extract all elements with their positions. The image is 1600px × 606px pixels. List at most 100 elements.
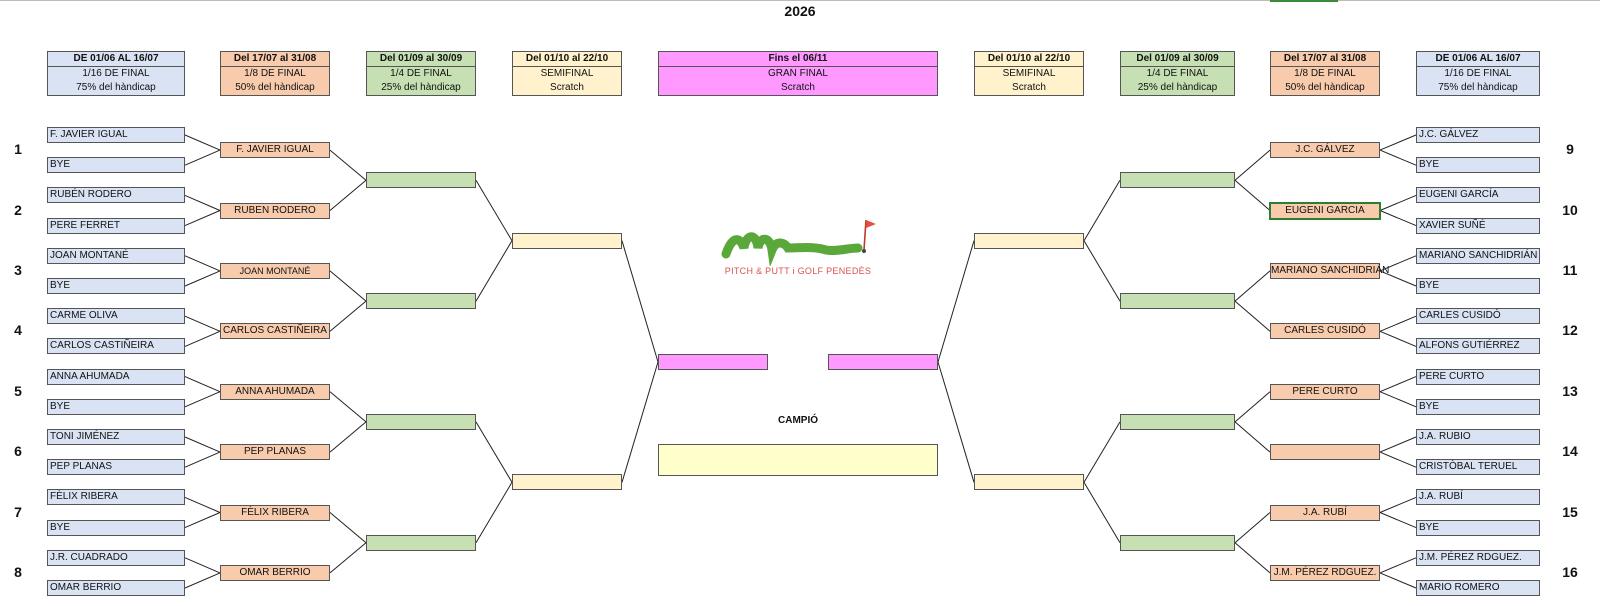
player-slot-r32[interactable]: ALFONS GUTIÉRREZ xyxy=(1416,338,1540,355)
header-handicap: Scratch xyxy=(781,82,815,93)
connector-line xyxy=(1379,512,1417,529)
player-slot-r32[interactable]: CRISTÒBAL TERUEL xyxy=(1416,459,1540,476)
player-slot-r16[interactable]: J.C. GÁLVEZ xyxy=(1270,142,1380,159)
logo-text: PITCH & PUTT i GOLF PENEDÈS xyxy=(724,266,872,276)
player-slot-r32[interactable]: MARIO ROMERO xyxy=(1416,580,1540,596)
player-slot-qf[interactable] xyxy=(366,413,476,430)
player-slot-r32[interactable]: J.M. PÉREZ RDGUEZ. xyxy=(1416,549,1540,566)
player-slot-r32[interactable]: ANNA AHUMADA xyxy=(47,368,185,385)
player-slot-r32[interactable]: CARLOS CASTIÑEIRA xyxy=(47,338,185,355)
selection-marker xyxy=(1270,0,1338,2)
player-slot-r16[interactable]: RUBEN RODERO xyxy=(220,202,330,219)
player-slot-r16[interactable]: EUGENI GARCIA xyxy=(1269,201,1381,220)
match-number: 15 xyxy=(1562,503,1578,520)
connector-line xyxy=(1379,255,1417,272)
player-slot-r32[interactable]: CARME OLIVA xyxy=(47,308,185,325)
connector-line xyxy=(1234,149,1271,181)
player-slot-r32[interactable]: PERE CURTO xyxy=(1416,368,1540,385)
connector-line xyxy=(329,179,367,211)
header-left-qf: Del 01/09 al 30/09 1/4 DE FINAL 25% del … xyxy=(366,51,476,96)
player-slot-r32[interactable]: BYE xyxy=(1416,157,1540,174)
player-slot-r32[interactable]: CARLES CUSIDÓ xyxy=(1416,308,1540,325)
player-slot-r32[interactable]: FÈLIX RIBERA xyxy=(47,489,185,506)
player-slot-qf[interactable] xyxy=(366,172,476,189)
match-number: 9 xyxy=(1566,141,1574,158)
match-number: 8 xyxy=(14,563,22,580)
player-slot-r32[interactable]: BYE xyxy=(1416,398,1540,415)
player-slot-r32[interactable]: BYE xyxy=(47,278,185,294)
header-handicap: Scratch xyxy=(1012,82,1046,93)
player-slot-r32[interactable]: PERE FERRET xyxy=(47,217,185,234)
player-slot-r16[interactable]: CARLES CUSIDÓ xyxy=(1270,323,1380,340)
player-slot-r16[interactable]: J.M. PÉREZ RDGUEZ. xyxy=(1270,564,1380,581)
connector-line xyxy=(184,451,221,468)
connector-line xyxy=(1379,391,1417,408)
connector-line xyxy=(329,270,367,302)
player-slot-sf[interactable] xyxy=(512,474,622,491)
connector-line xyxy=(1379,134,1417,151)
player-slot-r32[interactable]: F. JAVIER IGUAL xyxy=(47,127,185,143)
header-right-r16: Del 17/07 al 31/08 1/8 DE FINAL 50% del … xyxy=(1270,51,1380,96)
player-slot-r32[interactable]: MARIANO SANCHIDRIÁN xyxy=(1416,247,1540,264)
player-slot-r32[interactable]: J.C. GÁLVEZ xyxy=(1416,127,1540,143)
player-slot-sf[interactable] xyxy=(974,232,1084,249)
player-slot-r32[interactable]: BYE xyxy=(1416,519,1540,536)
player-slot-r16[interactable]: PEP PLANAS xyxy=(220,444,330,461)
match-number: 13 xyxy=(1562,382,1578,399)
player-slot-r16[interactable]: MARIANO SANCHIDRIÁN xyxy=(1270,262,1389,279)
player-slot-r16[interactable]: F. JAVIER IGUAL xyxy=(220,142,330,159)
champion-box[interactable] xyxy=(658,444,938,476)
player-slot-qf[interactable] xyxy=(1120,534,1235,551)
player-slot-r32[interactable]: J.R. CUADRADO xyxy=(47,549,185,566)
match-number: 10 xyxy=(1562,201,1578,218)
player-slot-r16[interactable] xyxy=(1270,444,1380,461)
player-slot-r16[interactable]: ANNA AHUMADA xyxy=(220,383,330,400)
player-slot-r32[interactable]: XAVIER SUÑÉ xyxy=(1416,217,1540,234)
connector-line xyxy=(475,421,513,483)
player-slot-r16[interactable]: PERE CURTO xyxy=(1270,383,1380,400)
player-slot-r32[interactable]: RUBÉN RODERO xyxy=(47,187,185,204)
player-slot-r32[interactable]: TONI JIMÉNEZ xyxy=(47,429,185,445)
player-slot-r32[interactable]: BYE xyxy=(47,157,185,174)
connector-line xyxy=(184,391,221,408)
connector-line xyxy=(184,149,221,166)
player-slot-r32[interactable]: PEP PLANAS xyxy=(47,459,185,476)
player-slot-r32[interactable]: BYE xyxy=(1416,278,1540,294)
player-slot-qf[interactable] xyxy=(366,293,476,310)
header-round: GRAN FINAL xyxy=(659,66,937,81)
connector-line xyxy=(1234,421,1271,453)
match-number: 14 xyxy=(1562,443,1578,460)
player-slot-qf[interactable] xyxy=(366,534,476,551)
player-slot-r32[interactable]: BYE xyxy=(47,398,185,415)
final-slot-right[interactable] xyxy=(828,354,938,370)
player-slot-sf[interactable] xyxy=(974,474,1084,491)
player-slot-qf[interactable] xyxy=(1120,293,1235,310)
connector-line xyxy=(1379,210,1417,227)
header-handicap: 50% del hàndicap xyxy=(235,82,315,93)
header-handicap: 25% del hàndicap xyxy=(1137,82,1218,93)
player-slot-r32[interactable]: EUGENI GARCÍA xyxy=(1416,187,1540,204)
player-slot-r32[interactable]: JOAN MONTANÉ xyxy=(47,247,185,264)
header-right-r32: DE 01/06 AL 16/07 1/16 DE FINAL 75% del … xyxy=(1416,51,1540,96)
header-dates: Del 17/07 al 31/08 xyxy=(233,53,317,64)
player-slot-r16[interactable]: JOAN MONTANÉ xyxy=(220,262,330,279)
header-handicap: 75% del hàndicap xyxy=(1438,82,1518,93)
header-handicap: 50% del hàndicap xyxy=(1285,82,1365,93)
player-slot-r32[interactable]: OMAR BERRIO xyxy=(47,580,185,596)
player-slot-r16[interactable]: J.A. RUBÍ xyxy=(1270,504,1380,521)
player-slot-r16[interactable]: OMAR BERRIO xyxy=(220,564,330,581)
player-slot-qf[interactable] xyxy=(1120,172,1235,189)
player-slot-sf[interactable] xyxy=(512,232,622,249)
connector-line xyxy=(1379,451,1417,468)
connector-line xyxy=(1379,557,1417,574)
player-slot-r16[interactable]: CARLOS CASTIÑEIRA xyxy=(220,323,330,340)
player-slot-r16[interactable]: FÈLIX RIBERA xyxy=(220,504,330,521)
connector-line xyxy=(184,315,221,332)
player-slot-r32[interactable]: BYE xyxy=(47,519,185,536)
final-slot-left[interactable] xyxy=(658,354,768,370)
player-slot-r32[interactable]: J.A. RUBIO xyxy=(1416,429,1540,445)
connector-line xyxy=(329,149,367,181)
connector-line xyxy=(1379,149,1417,166)
player-slot-r32[interactable]: J.A. RUBÍ xyxy=(1416,489,1540,506)
player-slot-qf[interactable] xyxy=(1120,413,1235,430)
